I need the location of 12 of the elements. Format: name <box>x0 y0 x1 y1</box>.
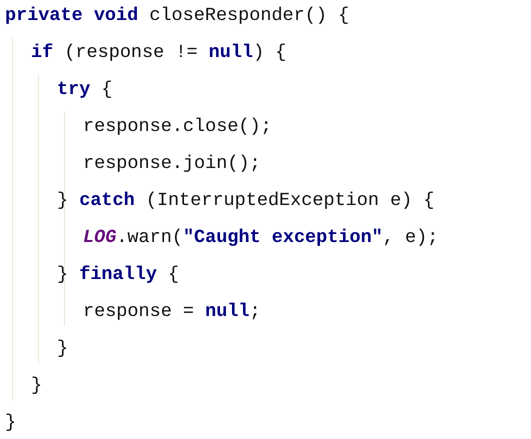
code-line: try { <box>57 78 113 102</box>
code-line: LOG.warn("Caught exception", e); <box>83 226 438 250</box>
code-line: } catch (InterruptedException e) { <box>57 189 434 213</box>
code-line: } <box>31 374 42 398</box>
code-line: response.join(); <box>83 152 261 176</box>
code-line: if (response != null) { <box>31 41 286 65</box>
code-line: } finally { <box>57 263 180 287</box>
code-line: response.close(); <box>83 115 272 139</box>
code-line: private void closeResponder() { <box>5 4 350 28</box>
code-line: response = null; <box>83 300 261 324</box>
code-line: } <box>5 411 16 435</box>
code-line: } <box>57 337 68 361</box>
